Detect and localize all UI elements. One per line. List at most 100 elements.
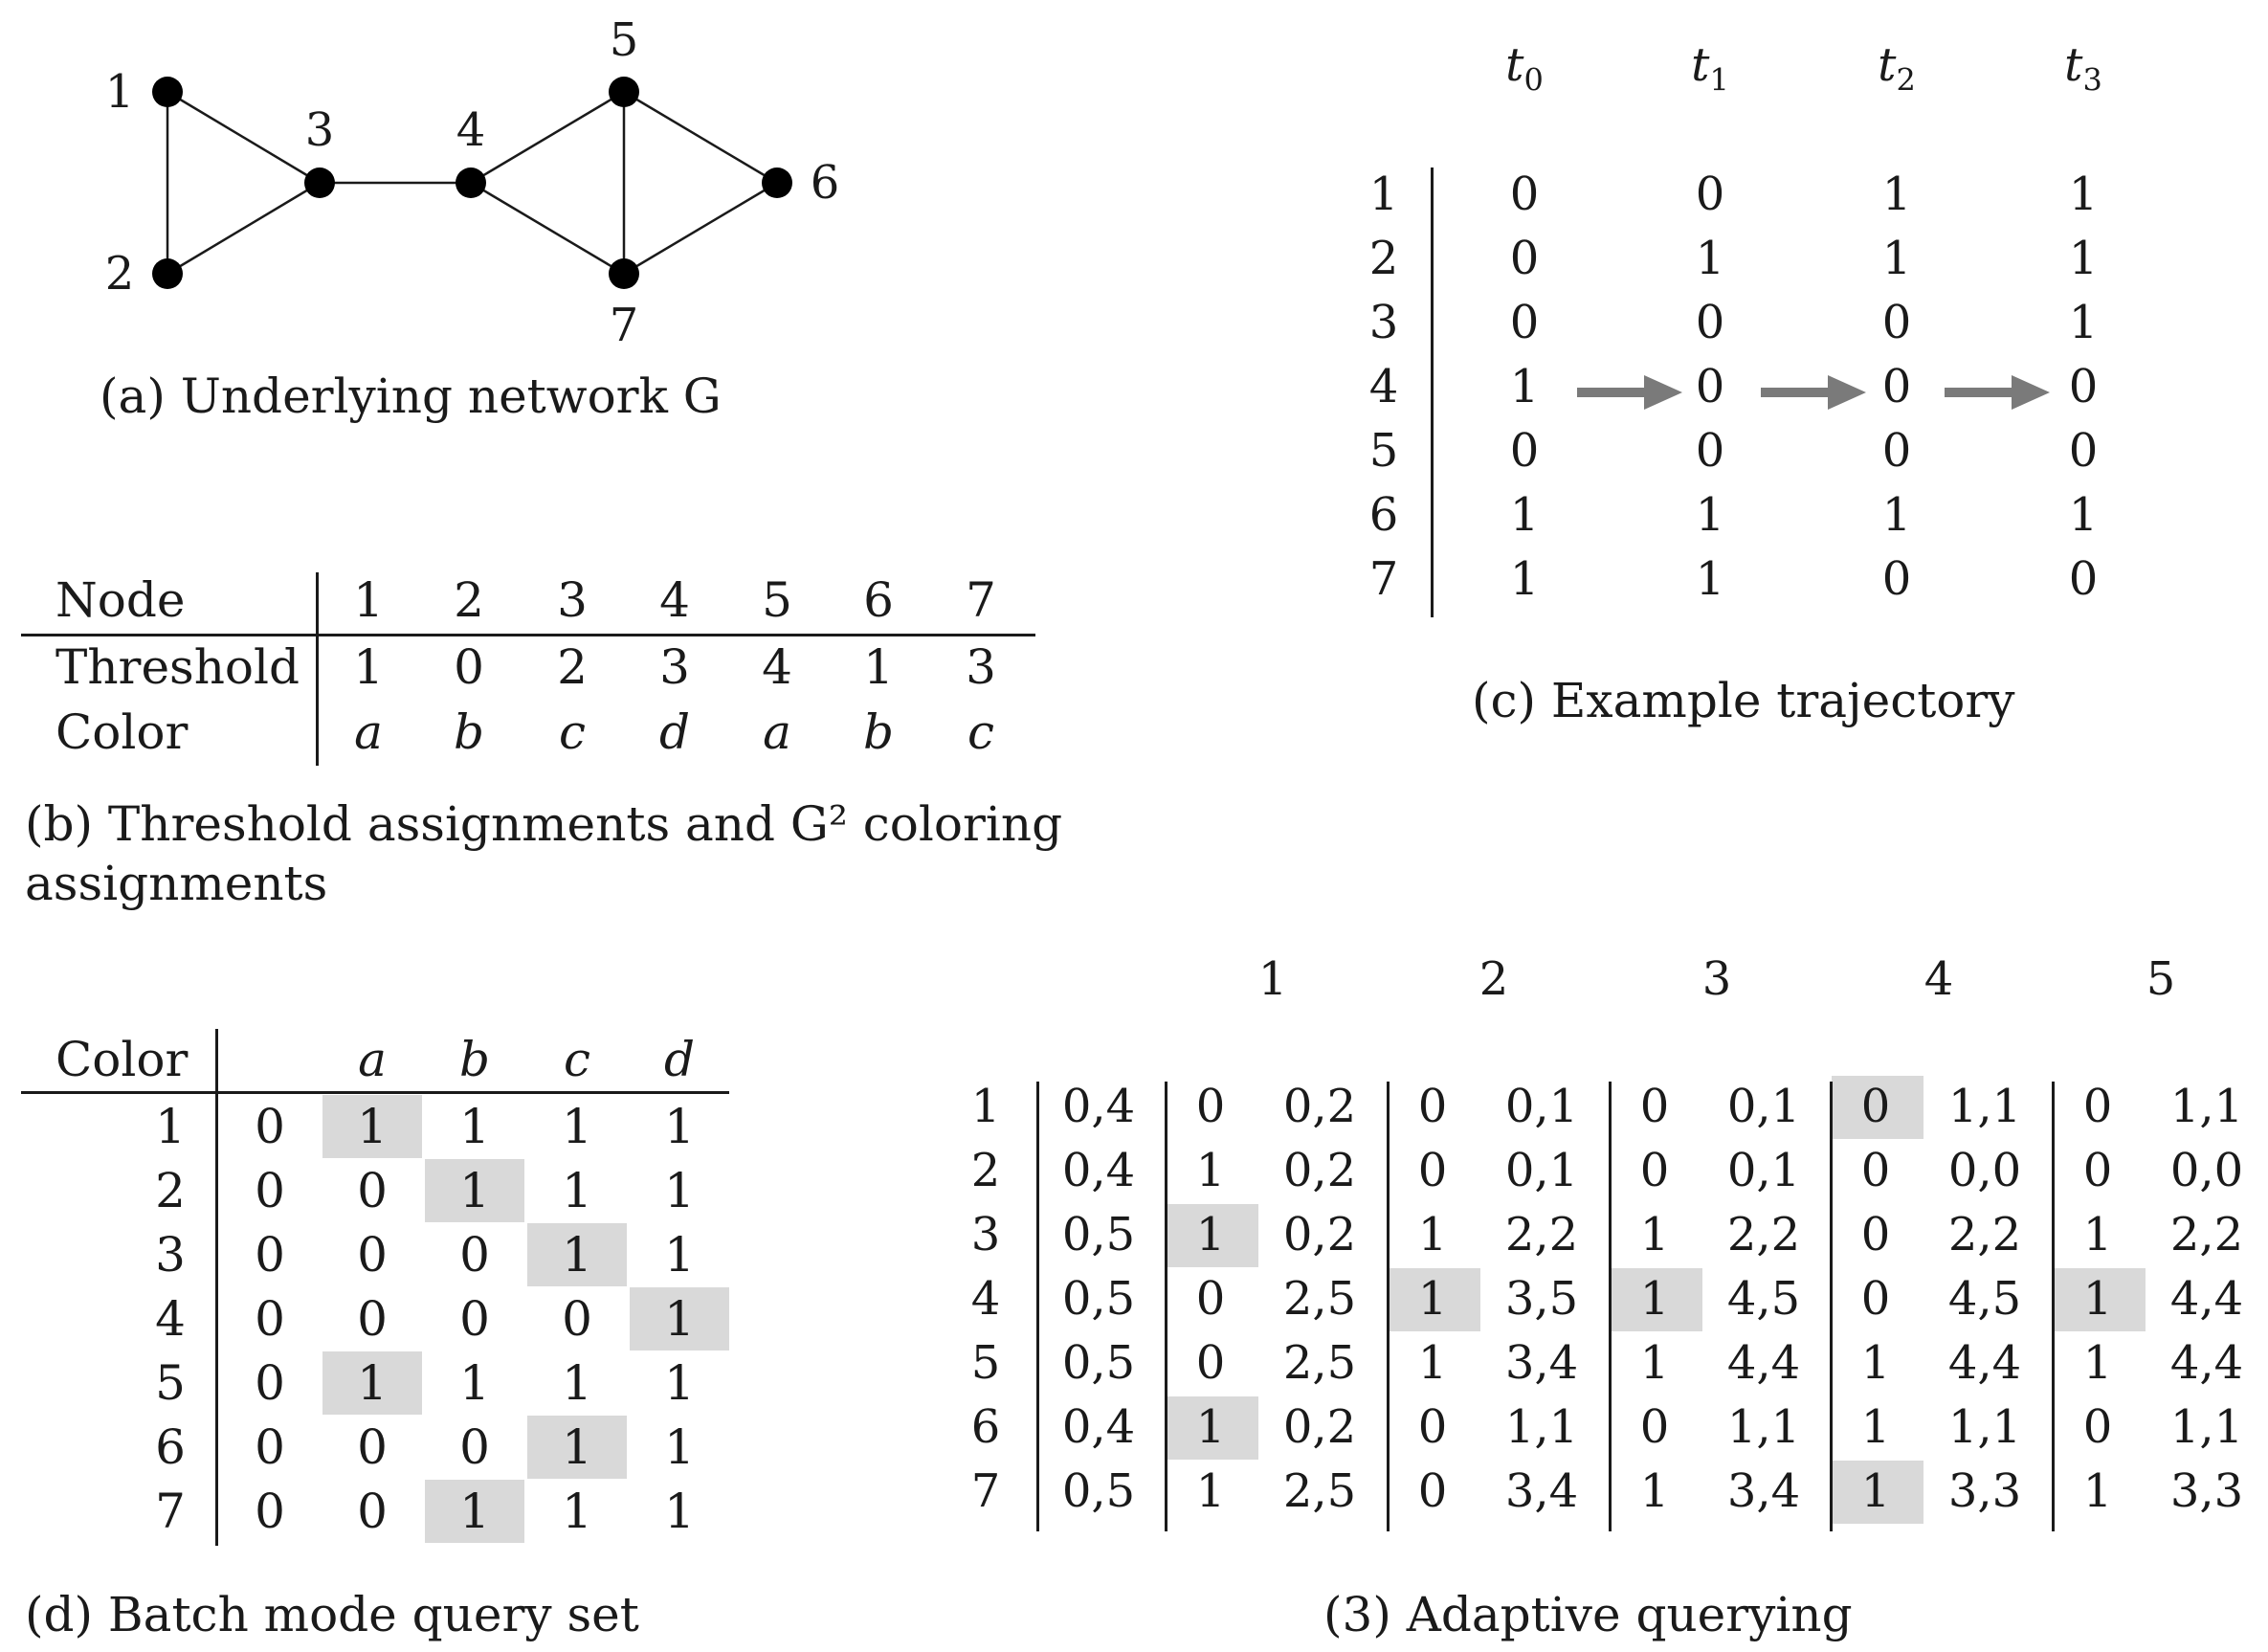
ad-first-3: 0,5 <box>1061 1272 1136 1326</box>
ad-val-4-2: 4,4 <box>1726 1336 1801 1390</box>
tb-color-4: a <box>763 704 791 760</box>
ad-bit-6-0: 1 <box>1195 1464 1226 1518</box>
ad-bit-3-4: 1 <box>2082 1272 2113 1326</box>
ad-bit-1-0: 1 <box>1195 1144 1226 1197</box>
tc-cell-3-0: 1 <box>1509 360 1540 413</box>
tc-cell-0-1: 0 <box>1695 167 1725 221</box>
bd-rowlabel-0: 1 <box>155 1099 186 1154</box>
bd-cell-2-0: 0 <box>255 1227 285 1283</box>
tb-node-5: 6 <box>863 572 894 628</box>
ad-val-0-2: 0,1 <box>1726 1080 1801 1133</box>
tc-header-1: t1 <box>1691 38 1729 99</box>
tb-rowlabel-1: Threshold <box>56 639 300 695</box>
tc-divider <box>1431 167 1434 617</box>
node-label-7: 7 <box>609 299 639 352</box>
tc-cell-3-3: 0 <box>2068 360 2099 413</box>
ad-bit-0-4: 0 <box>2082 1080 2113 1133</box>
ad-val-1-0: 0,2 <box>1282 1144 1357 1197</box>
ad-bit-5-1: 0 <box>1417 1400 1448 1454</box>
ad-bit-2-3: 0 <box>1860 1208 1891 1261</box>
ad-bit-0-1: 0 <box>1417 1080 1448 1133</box>
bd-divider-h <box>21 1091 729 1094</box>
ad-first-4: 0,5 <box>1061 1336 1136 1390</box>
bd-header-3: d <box>663 1032 696 1087</box>
ad-val-6-3: 3,3 <box>1947 1464 2022 1518</box>
node-4 <box>456 167 486 198</box>
node-6 <box>762 167 792 198</box>
ad-val-3-2: 4,5 <box>1726 1272 1801 1326</box>
ad-header-2: 3 <box>1701 952 1732 1006</box>
tb-color-1: b <box>453 704 485 760</box>
bd-header-0: a <box>358 1032 387 1087</box>
tb-node-6: 7 <box>966 572 996 628</box>
bd-cell-2-1: 0 <box>357 1227 388 1283</box>
caption-d: (d) Batch mode query set <box>25 1587 639 1642</box>
caption-c-text: (c) Example trajectory <box>1472 673 2015 728</box>
ad-bit-3-1: 1 <box>1417 1272 1448 1326</box>
ad-val-2-2: 2,2 <box>1726 1208 1801 1261</box>
bd-shade-0 <box>322 1095 422 1158</box>
ad-val-5-2: 1,1 <box>1726 1400 1801 1454</box>
ad-shade-1 <box>1167 1396 1258 1460</box>
bd-cell-0-0: 0 <box>255 1099 285 1154</box>
arrow-0 <box>1577 375 1682 410</box>
bd-cell-5-0: 0 <box>255 1419 285 1475</box>
tc-cell-5-1: 1 <box>1695 488 1725 542</box>
tc-cell-6-1: 1 <box>1695 552 1725 606</box>
tc-header-sub-3: 3 <box>2082 61 2102 99</box>
edge-4-5 <box>470 90 625 185</box>
ad-shade-4 <box>1832 1076 1923 1139</box>
bd-cell-6-2: 1 <box>459 1484 490 1539</box>
ad-bit-2-2: 1 <box>1639 1208 1670 1261</box>
ad-val-2-3: 2,2 <box>1947 1208 2022 1261</box>
ad-rowlabel-4: 5 <box>970 1336 1001 1390</box>
bd-header-label: Color <box>56 1032 189 1087</box>
ad-rowlabel-6: 7 <box>970 1464 1001 1518</box>
ad-rowlabel-2: 3 <box>970 1208 1001 1261</box>
bd-cell-3-1: 0 <box>357 1291 388 1347</box>
ad-divider-1 <box>1165 1082 1167 1531</box>
node-2 <box>152 258 183 289</box>
bd-rowlabel-3: 4 <box>155 1291 186 1347</box>
bd-cell-1-4: 1 <box>664 1163 695 1218</box>
ad-divider-2 <box>1387 1082 1390 1531</box>
ad-bit-3-3: 0 <box>1860 1272 1891 1326</box>
bd-rowlabel-1: 2 <box>155 1163 186 1218</box>
tc-header-0: t0 <box>1505 38 1544 99</box>
ad-val-5-3: 1,1 <box>1947 1400 2022 1454</box>
tb-color-6: c <box>967 704 995 760</box>
bd-rowlabel-4: 5 <box>155 1355 186 1411</box>
edge-4-7 <box>470 181 625 276</box>
bd-rowlabel-2: 3 <box>155 1227 186 1283</box>
tc-cell-3-1: 0 <box>1695 360 1725 413</box>
tc-cell-2-1: 0 <box>1695 296 1725 349</box>
ad-val-6-4: 3,3 <box>2169 1464 2244 1518</box>
caption-c: (c) Example trajectory <box>1472 673 2015 728</box>
ad-bit-4-4: 1 <box>2082 1336 2113 1390</box>
ad-bit-5-4: 0 <box>2082 1400 2113 1454</box>
tc-rowlabel-4: 5 <box>1368 424 1399 478</box>
tb-rowlabel-0: Node <box>56 572 186 628</box>
tc-rowlabel-5: 6 <box>1368 488 1399 542</box>
ad-bit-2-1: 1 <box>1417 1208 1448 1261</box>
bd-cell-4-0: 0 <box>255 1355 285 1411</box>
bd-rowlabel-5: 6 <box>155 1419 186 1475</box>
tb-color-3: d <box>658 704 691 760</box>
ad-val-4-3: 4,4 <box>1947 1336 2022 1390</box>
ad-header-4: 5 <box>2146 952 2176 1006</box>
caption-e-text: (3) Adaptive querying <box>1323 1587 1853 1642</box>
tb-node-3: 4 <box>659 572 690 628</box>
ad-rowlabel-0: 1 <box>970 1080 1001 1133</box>
ad-bit-4-3: 1 <box>1860 1336 1891 1390</box>
bd-cell-3-0: 0 <box>255 1291 285 1347</box>
ad-val-4-4: 4,4 <box>2169 1336 2244 1390</box>
tc-cell-4-3: 0 <box>2068 424 2099 478</box>
node-label-4: 4 <box>456 103 486 157</box>
tb-node-0: 1 <box>353 572 384 628</box>
bd-cell-4-2: 1 <box>459 1355 490 1411</box>
tc-rowlabel-6: 7 <box>1368 552 1399 606</box>
bd-shade-2 <box>527 1223 627 1286</box>
bd-shade-4 <box>322 1351 422 1415</box>
ad-val-5-0: 0,2 <box>1282 1400 1357 1454</box>
ad-header-3: 4 <box>1923 952 1954 1006</box>
